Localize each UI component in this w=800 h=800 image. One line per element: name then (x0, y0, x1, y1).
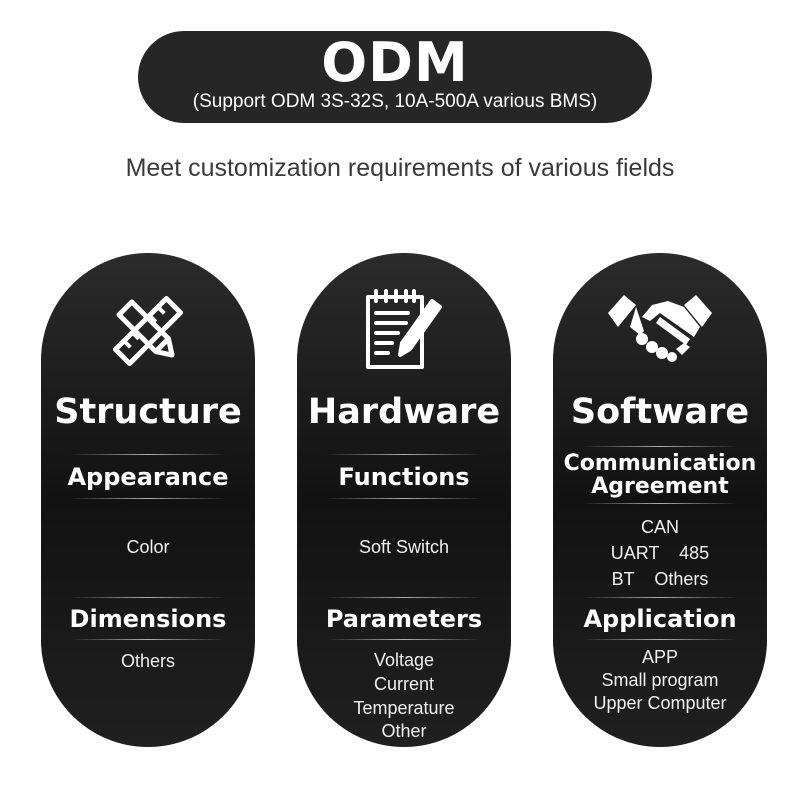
list-item: Upper Computer (593, 693, 727, 713)
notepad-pencil-icon (297, 287, 511, 371)
divider (69, 597, 227, 598)
card-subheading: Dimensions (69, 605, 227, 633)
list-item: Voltage (373, 650, 435, 670)
divider (581, 503, 739, 504)
card-subheading: Communication (563, 451, 757, 476)
card-subheading: Functions (338, 463, 470, 491)
list-item: CAN (640, 517, 679, 537)
list-item: Temperature (353, 698, 455, 718)
card-title: Hardware (307, 392, 501, 432)
card-title: Software (570, 392, 750, 432)
card-subheading: Parameters (325, 605, 483, 633)
divider (69, 639, 227, 640)
handshake-icon (553, 287, 767, 365)
tagline: Meet customization requirements of vario… (125, 154, 675, 182)
card-subheading: Appearance (67, 463, 229, 491)
divider (325, 597, 483, 598)
banner-subtitle: (Support ODM 3S-32S, 10A-500A various BM… (192, 91, 598, 112)
list-item: Small program (601, 670, 719, 690)
card-subheading: Agreement (591, 474, 729, 499)
ruler-pencil-icon (41, 293, 255, 369)
list-item: Other (381, 721, 427, 741)
divider (581, 639, 739, 640)
odm-banner: ODM (Support ODM 3S-32S, 10A-500A variou… (138, 31, 652, 123)
divider (69, 454, 227, 455)
banner-title: ODM (321, 31, 469, 94)
divider (325, 639, 483, 640)
divider (325, 454, 483, 455)
divider (69, 498, 227, 499)
list-item: APP (641, 647, 679, 667)
divider (325, 498, 483, 499)
structure-card: Structure Appearance Color Dimensions Ot… (41, 253, 255, 747)
list-item: Others (120, 651, 176, 671)
list-item: Color (126, 537, 170, 557)
list-item: BT Others (611, 569, 709, 589)
hardware-card: Hardware Functions Soft Switch Parameter… (297, 253, 511, 747)
list-item: Soft Switch (358, 537, 450, 557)
software-card: Software Communication Agreement CAN UAR… (553, 253, 767, 747)
divider (581, 446, 739, 447)
list-item: UART 485 (610, 543, 710, 563)
card-title: Structure (54, 392, 242, 432)
divider (581, 597, 739, 598)
card-subheading: Application (583, 605, 737, 633)
list-item: Current (373, 674, 435, 694)
